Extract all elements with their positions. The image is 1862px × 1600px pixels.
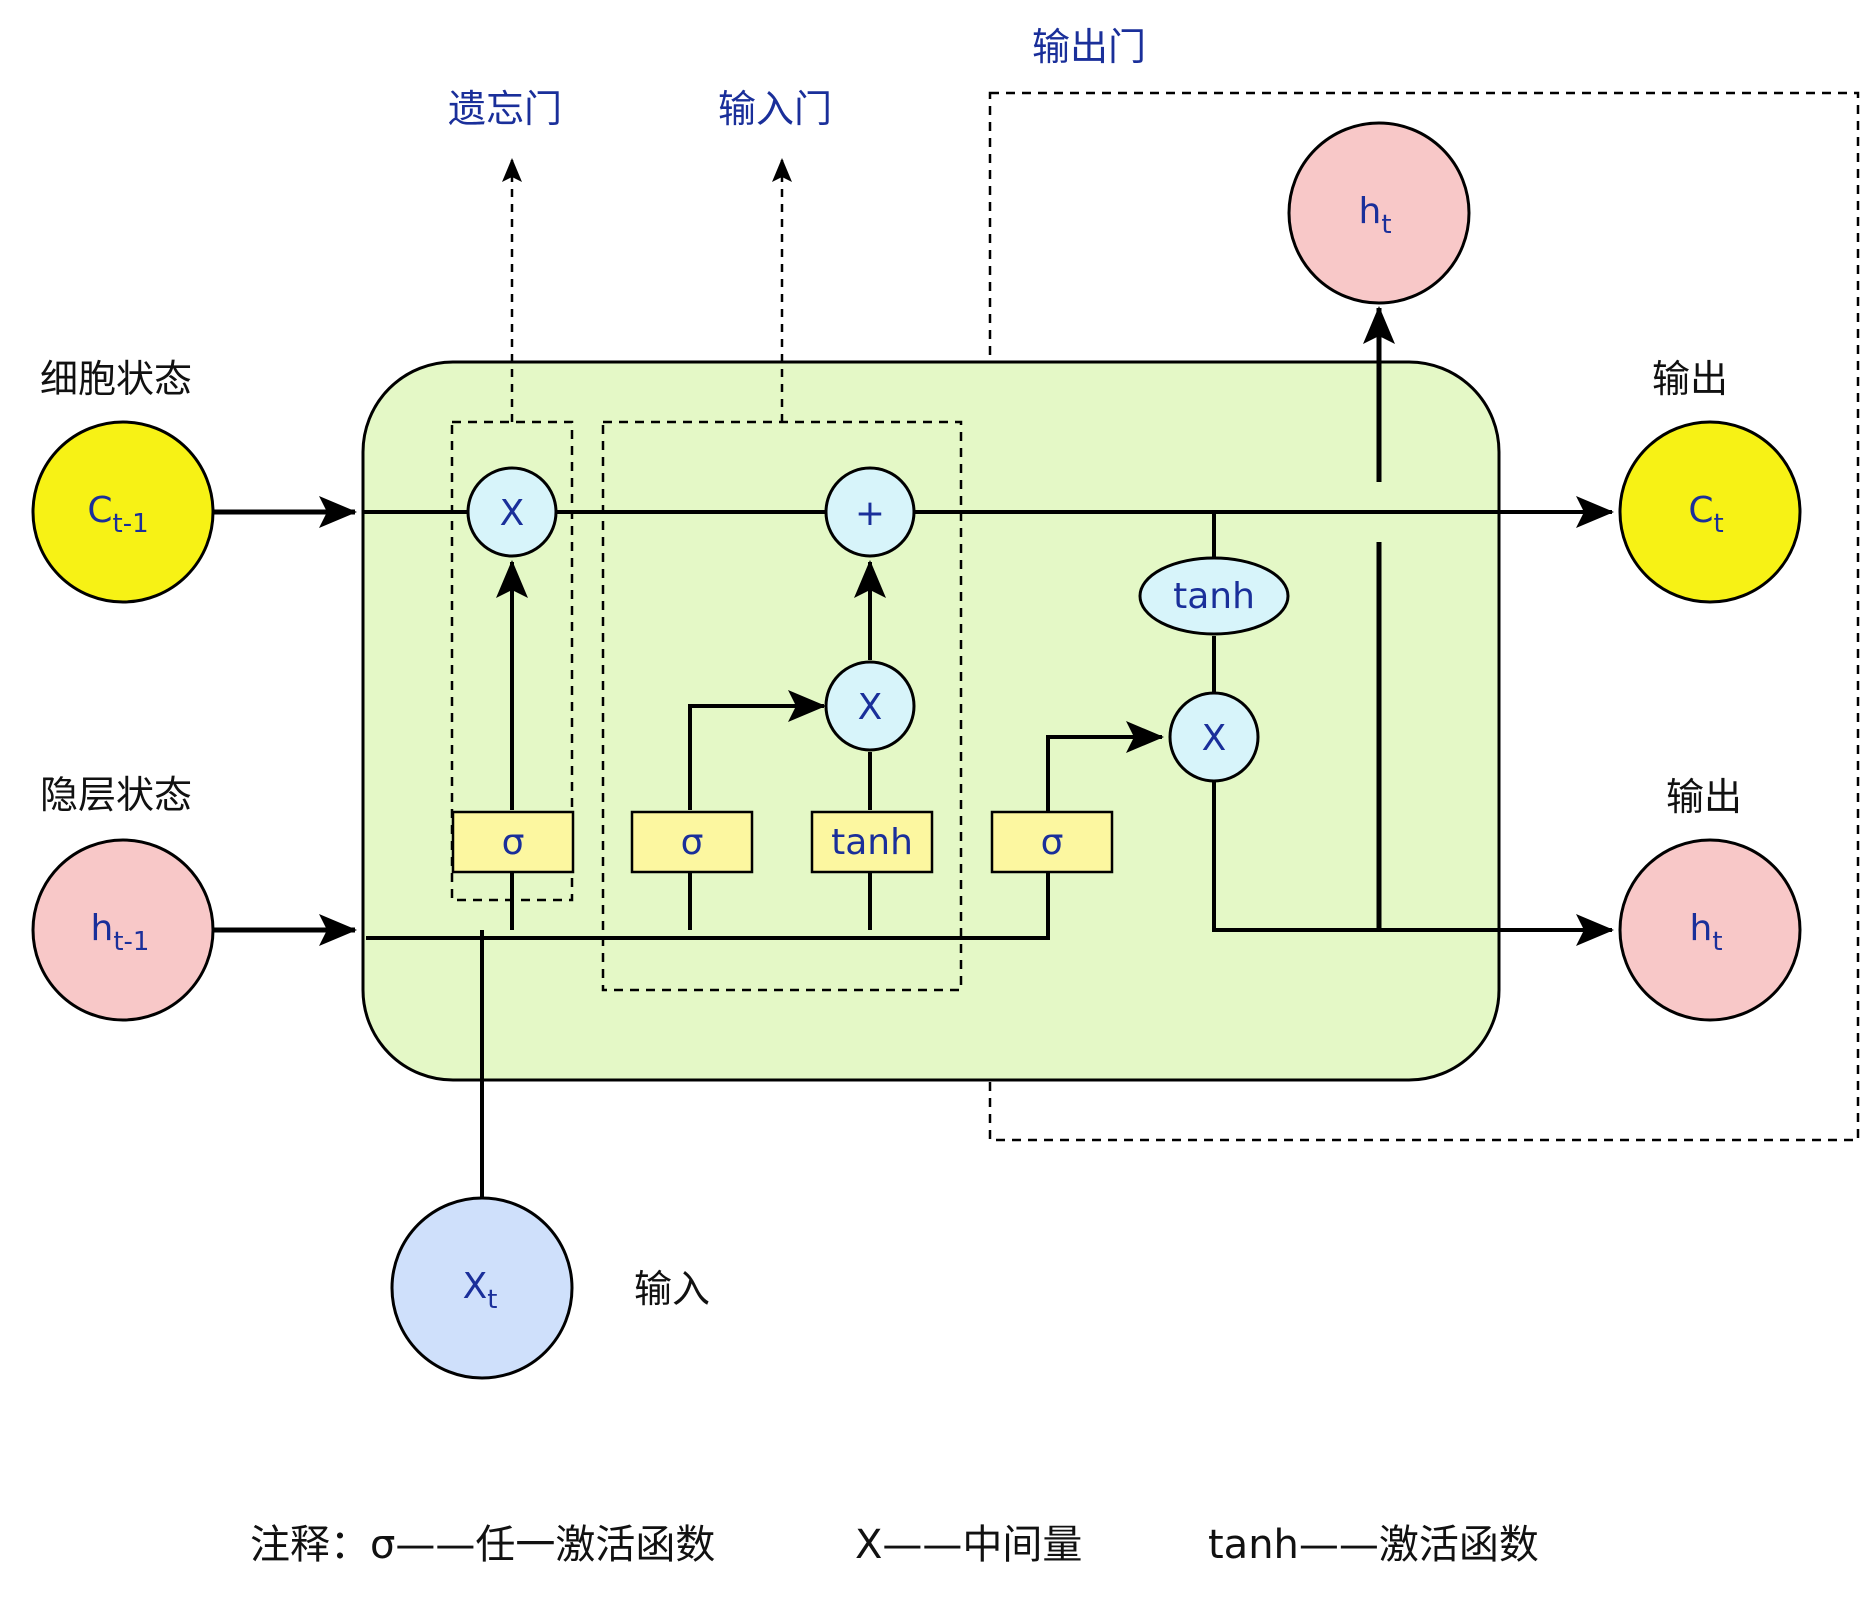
- output-h-label: 输出: [1666, 775, 1742, 819]
- h-prev-node: ht-1: [31, 838, 215, 1022]
- input-sigma-out: [688, 690, 826, 810]
- c-t-label: Ct: [1688, 490, 1723, 539]
- input-label: 输入: [634, 1267, 710, 1311]
- add-label: +: [855, 493, 885, 534]
- legend-x: X——中间量: [855, 1522, 1082, 1568]
- output-gate-region: [988, 91, 1860, 1142]
- output-c-label: 输出: [1652, 357, 1728, 401]
- legend-tanh: tanh——激活函数: [1208, 1522, 1539, 1568]
- legend-sigma: 注释：σ——任一激活函数: [250, 1522, 715, 1568]
- output-multiply-node: X: [1168, 691, 1260, 783]
- hidden-state-label: 隐层状态: [40, 773, 192, 817]
- h-prev-label: ht-1: [91, 908, 150, 957]
- forget-sigma-box: σ: [451, 810, 575, 874]
- input-sigma-box: σ: [630, 810, 754, 874]
- c-prev-label: Ct-1: [87, 490, 148, 539]
- output-mul-to-h: [1212, 782, 1614, 946]
- cell-state-label: 细胞状态: [40, 357, 192, 401]
- forget-multiply-node: X: [466, 466, 558, 558]
- input-gate-label: 输入门: [718, 87, 832, 131]
- input-multiply-node: X: [824, 660, 916, 752]
- c-prev-node: Ct-1: [31, 420, 215, 604]
- input-tanh-box: tanh: [810, 810, 934, 874]
- lstm-cell: [361, 360, 1501, 1082]
- add-node: +: [824, 466, 916, 558]
- input-tanh-label: tanh: [831, 822, 913, 863]
- output-sigma-label: σ: [1041, 822, 1064, 863]
- output-sigma-box: σ: [990, 810, 1114, 874]
- forget-sigma-label: σ: [502, 822, 525, 863]
- h-t-node: ht: [1618, 838, 1802, 1022]
- output-multiply-label: X: [1202, 718, 1227, 759]
- h-t-top-label: ht: [1358, 191, 1391, 240]
- input-multiply-label: X: [858, 687, 883, 728]
- output-gate-label: 输出门: [1032, 25, 1146, 69]
- x-t-label: Xt: [463, 1266, 498, 1315]
- c-t-node: Ct: [1618, 420, 1802, 604]
- h-t-label: ht: [1689, 908, 1722, 957]
- h-t-top-node: ht: [1287, 121, 1471, 305]
- output-tanh-node: tanh: [1138, 556, 1290, 636]
- input-sigma-label: σ: [681, 822, 704, 863]
- output-tanh-label: tanh: [1173, 576, 1255, 617]
- x-t-node: Xt: [390, 1196, 574, 1380]
- forget-gate-label: 遗忘门: [448, 87, 562, 131]
- forget-multiply-label: X: [500, 493, 525, 534]
